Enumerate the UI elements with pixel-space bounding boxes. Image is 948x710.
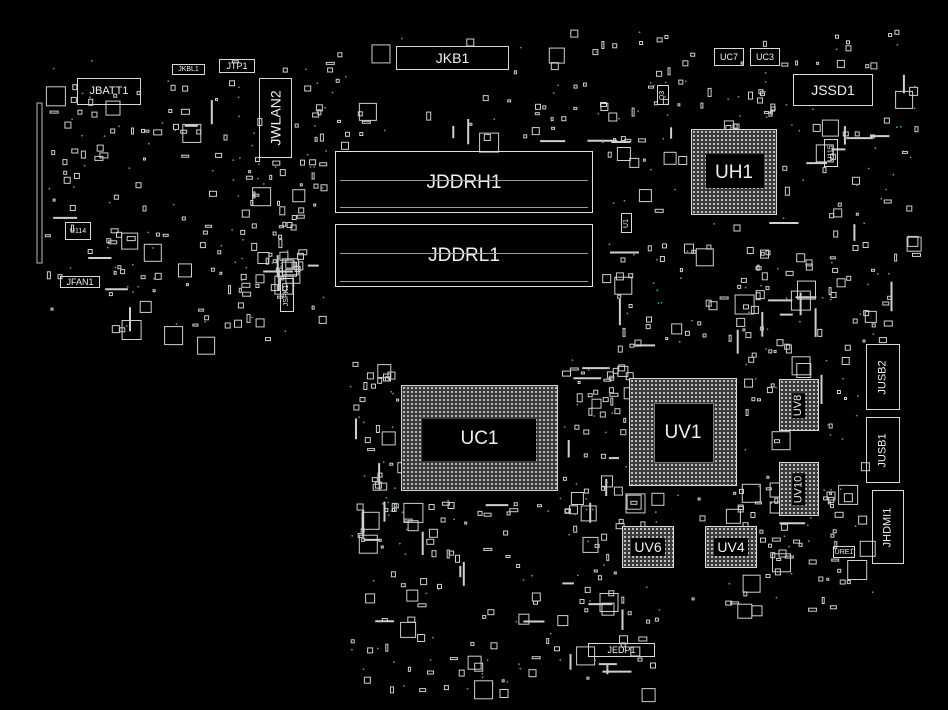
connector-jhdmi1: JHDMI1 <box>872 490 904 564</box>
chip-uv8: UV8 <box>779 379 819 431</box>
chip-uv10: UV10 <box>779 462 819 516</box>
connector-jedp1: JEDP1 <box>588 643 655 657</box>
chip-uv6: UV6 <box>622 526 674 568</box>
chip-uc7: UC7 <box>714 48 744 66</box>
chip-uv4: UV4 <box>705 526 757 568</box>
chip-uc1: UC1 <box>401 385 558 491</box>
connector-jkb1: JKB1 <box>396 46 509 70</box>
chip-uc3: UC3 <box>750 48 780 66</box>
connector-jusb2: JUSB2 <box>866 344 900 410</box>
connector-jbatt1: JBATT1 <box>77 78 141 105</box>
chip-u114: U114 <box>65 222 91 240</box>
chip-u115: U115 <box>824 139 838 167</box>
connector-jspk1: JSPK1 <box>280 278 294 312</box>
connector-jfan1: JFAN1 <box>60 276 100 288</box>
connector-jssd1: JSSD1 <box>793 74 873 106</box>
chip-q3: Q3 <box>657 85 669 105</box>
connector-jkbl1: JKBL1 <box>172 64 205 75</box>
connector-jwlan2: JWLAN2 <box>259 78 292 158</box>
chip-u1: U1 <box>621 213 632 233</box>
chip-ure1: URE1 <box>833 546 855 558</box>
connector-jusb1: JUSB1 <box>866 417 900 483</box>
memory-slot-jddrh1: JDDRH1 <box>335 151 593 213</box>
connector-jtp1: JTP1 <box>219 59 255 73</box>
chip-uh1: UH1 <box>691 129 777 215</box>
memory-slot-jddrl1: JDDRL1 <box>335 224 593 287</box>
chip-uv1: UV1 <box>629 378 737 486</box>
